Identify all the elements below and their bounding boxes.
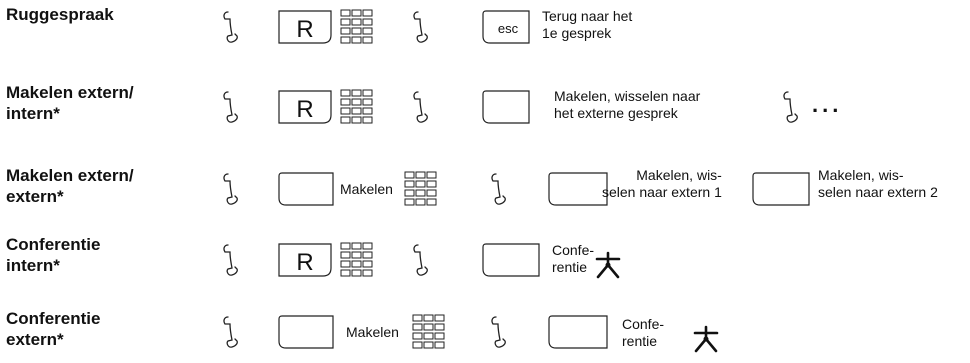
esc-key[interactable]: esc xyxy=(482,10,530,44)
softkey-icon[interactable] xyxy=(482,90,530,124)
makelen-label: Makelen xyxy=(340,181,393,197)
row-text-extern-2: Makelen, wis- selen naar extern 2 xyxy=(818,167,938,200)
softkey-icon[interactable] xyxy=(548,315,608,349)
row-text-extern-1: Makelen, wis- selen naar extern 1 xyxy=(602,167,722,200)
keypad-icon[interactable] xyxy=(404,171,437,207)
handset-icon xyxy=(223,11,238,43)
svg-text:R: R xyxy=(296,249,313,276)
handset-icon xyxy=(223,173,238,205)
svg-text:R: R xyxy=(296,16,313,43)
softkey-icon[interactable] xyxy=(278,315,334,349)
softkey-icon[interactable] xyxy=(548,172,608,206)
row-label-conferentie-intern: Conferentie intern* xyxy=(6,235,101,275)
row-label-makelen-extern-intern: Makelen extern/ intern* xyxy=(6,83,134,123)
handset-icon xyxy=(223,91,238,123)
r-key[interactable]: R xyxy=(278,10,332,44)
handset-icon xyxy=(223,316,238,348)
handset-icon xyxy=(491,173,506,205)
row-text-wisselen-extern: Makelen, wisselen naar het externe gespr… xyxy=(554,88,701,121)
conference-icon xyxy=(595,251,621,279)
r-key[interactable]: R xyxy=(278,243,332,277)
r-key[interactable]: R xyxy=(278,90,332,124)
handset-icon xyxy=(783,91,798,123)
handset-icon xyxy=(491,316,506,348)
keypad-icon[interactable] xyxy=(412,314,445,350)
ellipsis: ... xyxy=(812,92,843,117)
softkey-icon[interactable] xyxy=(278,172,334,206)
row-label-conferentie-extern: Conferentie extern* xyxy=(6,309,101,349)
row-text-conferentie-intern: Confe- rentie xyxy=(552,242,595,275)
row-label-makelen-extern-extern: Makelen extern/ extern* xyxy=(6,166,134,206)
softkey-icon[interactable] xyxy=(482,243,540,277)
handset-icon xyxy=(413,91,428,123)
row-text-conferentie-extern: Confe- rentie xyxy=(622,316,665,349)
handset-icon xyxy=(223,244,238,276)
handset-icon xyxy=(413,244,428,276)
handset-icon xyxy=(413,11,428,43)
conference-icon xyxy=(693,325,719,353)
softkey-icon[interactable] xyxy=(752,172,810,206)
keypad-icon[interactable] xyxy=(340,9,373,45)
keypad-icon[interactable] xyxy=(340,89,373,125)
makelen-label: Makelen xyxy=(346,324,399,340)
row-text-terug: Terug naar het 1e gesprek xyxy=(542,8,633,41)
row-label-ruggespraak: Ruggespraak xyxy=(6,5,114,24)
svg-text:esc: esc xyxy=(498,21,519,36)
svg-text:R: R xyxy=(296,96,313,123)
keypad-icon[interactable] xyxy=(340,242,373,278)
